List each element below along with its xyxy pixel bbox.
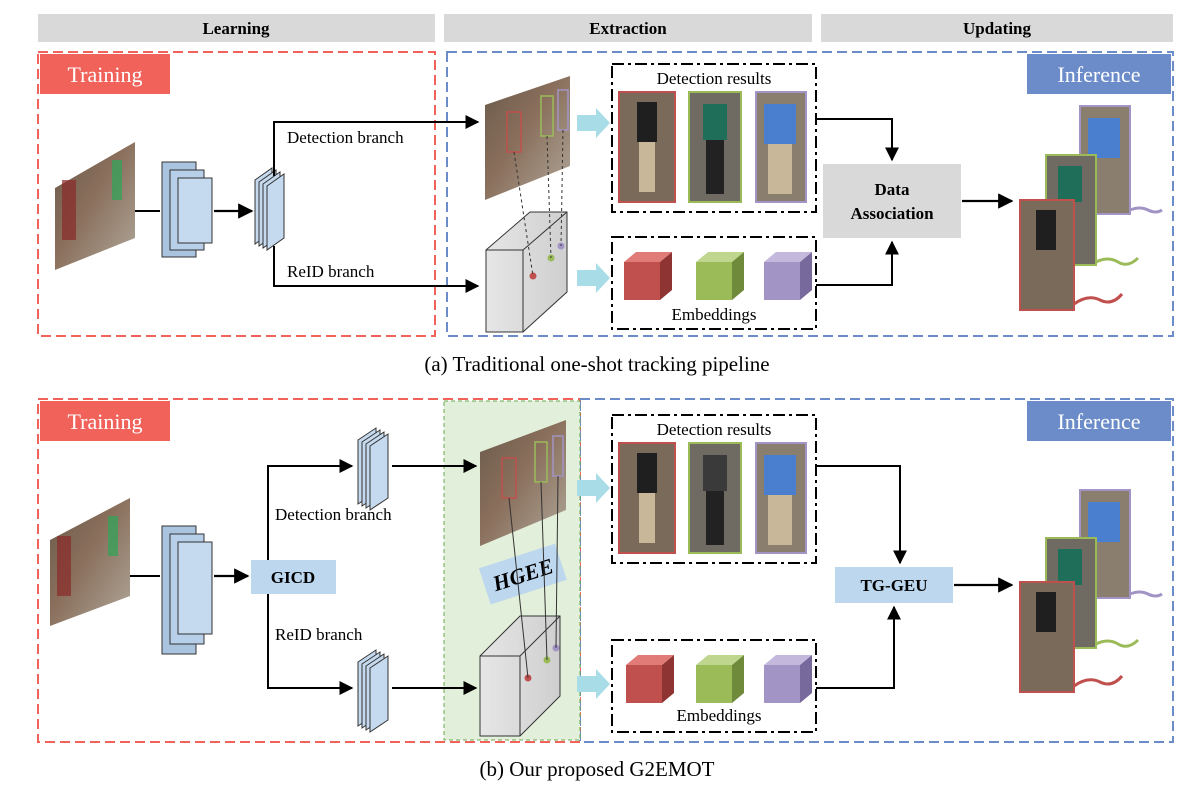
detection-results-box-a [611,63,817,213]
detection-branch-label-b: Detection branch [275,505,392,524]
header-bar-extraction [444,14,812,42]
reid-feature-cube-b [479,475,561,737]
inference-frame-a [446,51,1174,337]
training-label-a: Training [68,62,143,87]
training-frame-a [37,51,436,337]
cyan-arrow-det-a [577,108,610,138]
feature-maps-a [254,167,285,251]
tracks-a [1019,105,1163,311]
gicd-box [251,560,336,594]
embeddings-box-b [611,639,817,733]
header-extraction: Extraction [589,19,667,38]
inference-label-b: Inference [1057,409,1140,434]
embedding-cubes-b [626,655,812,703]
data-association-line1: Data [875,180,910,199]
data-association-box [823,164,961,238]
panel-b: Training Inference GICD Detection branch… [37,398,1174,781]
arrow-det-to-tggeu [816,465,907,565]
tracks-b [1019,489,1163,693]
detection-branch-arrow-a [273,115,480,176]
header-bar-updating [821,14,1173,42]
detection-branch-arrow-b [267,459,354,560]
detection-results-label-b: Detection results [657,420,772,439]
caption-a: (a) Traditional one-shot tracking pipeli… [424,352,769,376]
header-updating: Updating [963,19,1032,38]
header-bar-learning [38,14,435,42]
arrow-det-to-assoc [816,118,899,162]
caption-b: (b) Our proposed G2EMOT [479,757,714,781]
arrow-emb-to-assoc [816,240,899,286]
embedding-cubes-a [624,252,812,300]
inference-tag-a [1027,54,1171,94]
detection-crops-a [618,91,807,203]
tg-geu-box [835,567,953,603]
cyan-arrow-emb-a [577,263,610,293]
stage-header: Learning Extraction Updating [38,14,1173,42]
cyan-arrow-emb-b [577,669,610,699]
detection-crops-b [618,442,807,554]
detection-results-box-b [611,414,817,564]
inference-tag-b [1027,401,1171,441]
training-tag-a [40,54,170,94]
reid-feature-cube-a [485,129,568,333]
detection-frame-b [480,420,566,546]
data-association-line2: Association [850,204,934,223]
gicd-label: GICD [271,568,315,587]
reid-feature-maps-b [357,649,389,733]
detection-branch-label-a: Detection branch [287,128,404,147]
embeddings-label-a: Embeddings [672,305,757,324]
panel-a: Training Inference Detection branch ReID… [37,51,1174,376]
training-label-b: Training [68,409,143,434]
reid-branch-label-b: ReID branch [275,625,363,644]
cyan-arrow-det-b [577,473,610,503]
detection-frame-a [485,76,570,200]
tg-geu-label: TG-GEU [860,576,927,595]
detection-results-label-a: Detection results [657,69,772,88]
header-learning: Learning [202,19,270,38]
embeddings-label-b: Embeddings [677,706,762,725]
reid-branch-arrow-a [273,246,480,293]
backbone-b [161,525,213,655]
backbone-a [161,161,213,258]
inference-label-a: Inference [1057,62,1140,87]
det-feature-maps-b [357,427,389,511]
reid-branch-label-a: ReID branch [287,262,375,281]
embeddings-box-a [611,236,817,330]
arrow-emb-to-tggeu [816,605,901,689]
reid-branch-arrow-b [267,594,354,695]
training-tag-b [40,401,170,441]
